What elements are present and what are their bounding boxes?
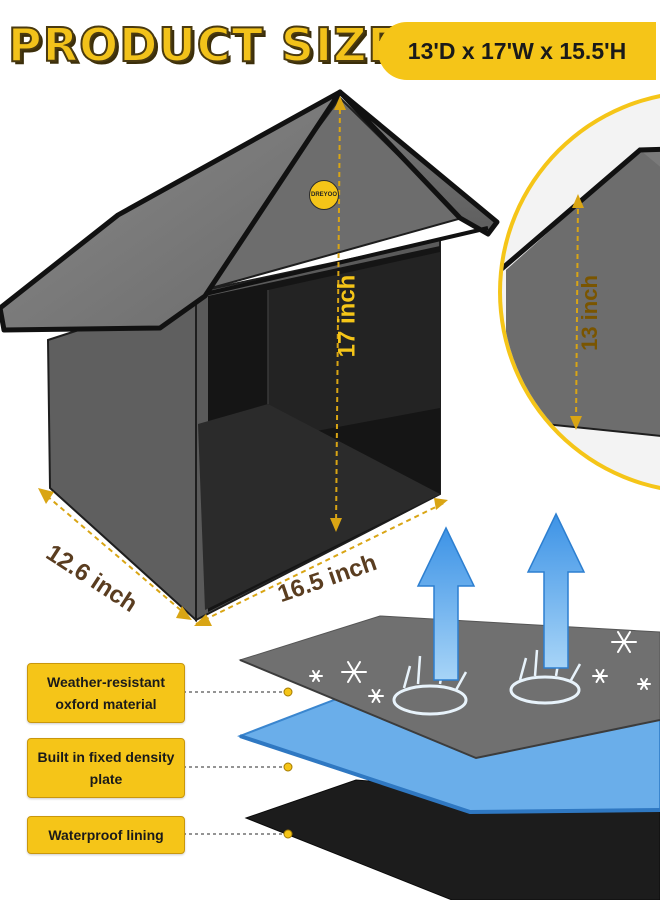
dog-house (0, 89, 500, 623)
inner-height-dimension-label: 13 inch (576, 275, 602, 351)
snowflake-icons (309, 631, 651, 703)
airflow-arrow-icons (416, 512, 586, 681)
house-inner-wall (268, 252, 440, 440)
label-oxford-material: Weather-resistant oxford material (27, 663, 185, 723)
dimension-arrowheads (38, 96, 448, 626)
label-waterproof-lining: Waterproof lining (27, 816, 185, 854)
dimensions-badge: 13'D x 17'W x 15.5'H (378, 22, 656, 80)
arrow-up-icon (526, 512, 586, 669)
arrow-up-icon (416, 526, 476, 681)
leader-lines (183, 687, 293, 839)
page-title: PRODUCT SIZE (7, 17, 400, 73)
house-inner-floor (198, 404, 440, 610)
roof-right (337, 89, 500, 237)
layer-stack (237, 615, 660, 900)
inner-height-detail (498, 94, 660, 490)
label-density-plate: Built in fixed density plate (27, 738, 185, 798)
roof-left (0, 89, 343, 333)
height-dimension-label: 17 inch (333, 274, 361, 358)
dimension-lines (39, 99, 447, 625)
brand-logo: DREYOO (309, 180, 339, 210)
